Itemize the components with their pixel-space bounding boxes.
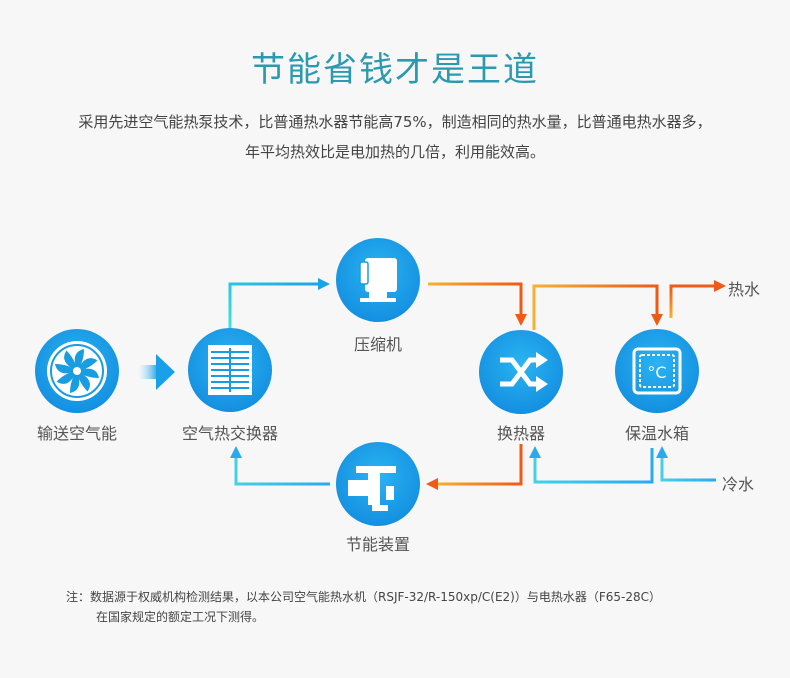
- fan-node: [35, 329, 119, 413]
- fan-to-exchanger-arrow: [136, 354, 175, 390]
- compressor-to-heat-exchanger-arrow: [428, 282, 527, 326]
- heat-exchanger-node: [479, 330, 563, 414]
- saver-node: [336, 442, 420, 526]
- footnote-line-2: 在国家规定的额定工况下测得。: [96, 610, 265, 624]
- compressor-icon: [359, 258, 397, 302]
- fan-label: 输送空气能: [36, 424, 117, 443]
- compressor-node: [336, 238, 420, 322]
- heat-exchanger-label: 换热器: [496, 424, 545, 443]
- hot-water-arrow: [669, 280, 726, 318]
- hot-water-label: 热水: [728, 280, 761, 299]
- compressor-label: 压缩机: [353, 335, 402, 354]
- saver-to-exchanger-arrow: [230, 446, 330, 486]
- cold-water-label: 冷水: [722, 475, 755, 494]
- grille-icon: [208, 345, 252, 395]
- exchanger-node: [188, 328, 272, 412]
- heat-exchanger-to-tank-arrow: [532, 284, 663, 330]
- page-title: 节能省钱才是王道: [251, 50, 539, 90]
- tank-node: °C: [615, 329, 699, 413]
- thermometer-celsius-icon: °C: [632, 347, 682, 395]
- tank-label: 保温水箱: [624, 424, 689, 443]
- exchanger-label: 空气热交换器: [181, 424, 278, 443]
- tank-to-heat-exchanger-arrow: [529, 446, 654, 484]
- cold-water-arrow: [656, 446, 716, 482]
- celsius-symbol: °C: [647, 363, 666, 382]
- footnote-line-1: 注：数据源于权威机构检测结果，以本公司空气能热水机（RSJF-32/R-150x…: [66, 590, 661, 604]
- saver-label: 节能装置: [345, 535, 410, 554]
- description-line-2: 年平均热效比是电加热的几倍，利用能效高。: [244, 143, 545, 161]
- description-line-1: 采用先进空气能热泵技术，比普通热水器节能高75%，制造相同的热水量，比普通电热水…: [78, 113, 712, 131]
- heat-exchanger-to-saver-arrow: [426, 444, 523, 490]
- fan-icon: [47, 341, 107, 401]
- exchanger-to-compressor-arrow: [228, 278, 330, 330]
- valve-icon: [348, 466, 396, 511]
- shuffle-icon: [500, 357, 538, 387]
